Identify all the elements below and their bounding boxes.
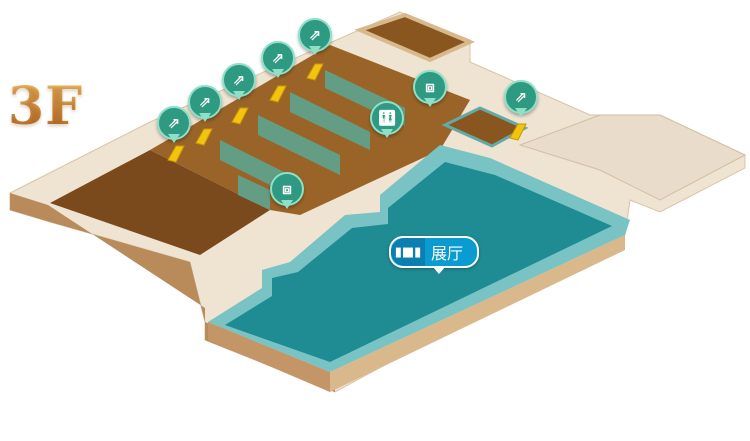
escalator-pin[interactable]: ⇗ [298,18,332,60]
corridor-floor [150,45,470,215]
exhibition-hall-front [208,322,330,392]
escalator-pin[interactable]: ⇗ [188,85,222,127]
exhibition-hall-label[interactable]: ▮■▮ 展厅 [389,236,480,274]
top-room [354,12,476,63]
label-pointer [433,267,445,274]
escalator-pin[interactable]: ⇗ [261,41,295,83]
exhibition-hall-front-right [330,235,625,392]
escalators [167,63,527,163]
right-annex [518,114,747,201]
escalator-pin[interactable]: ⇗ [222,63,256,105]
exhibition-hall-name: 展厅 [431,244,464,263]
right-room [441,106,529,148]
escalator-pin[interactable]: ⇗ [157,106,191,148]
floor-label: 3F [8,76,84,137]
left-hall-floor [50,150,270,255]
exhibition-icon: ▮■▮ [391,238,425,266]
restroom-pin[interactable]: 🚻︎ [370,101,404,143]
escalator-icon: ⇗ [157,106,191,140]
elevator-pin[interactable]: ⧈ [270,172,304,214]
elevator-pin[interactable]: ⧈ [413,70,447,112]
escalator-pin[interactable]: ⇗ [504,80,538,122]
